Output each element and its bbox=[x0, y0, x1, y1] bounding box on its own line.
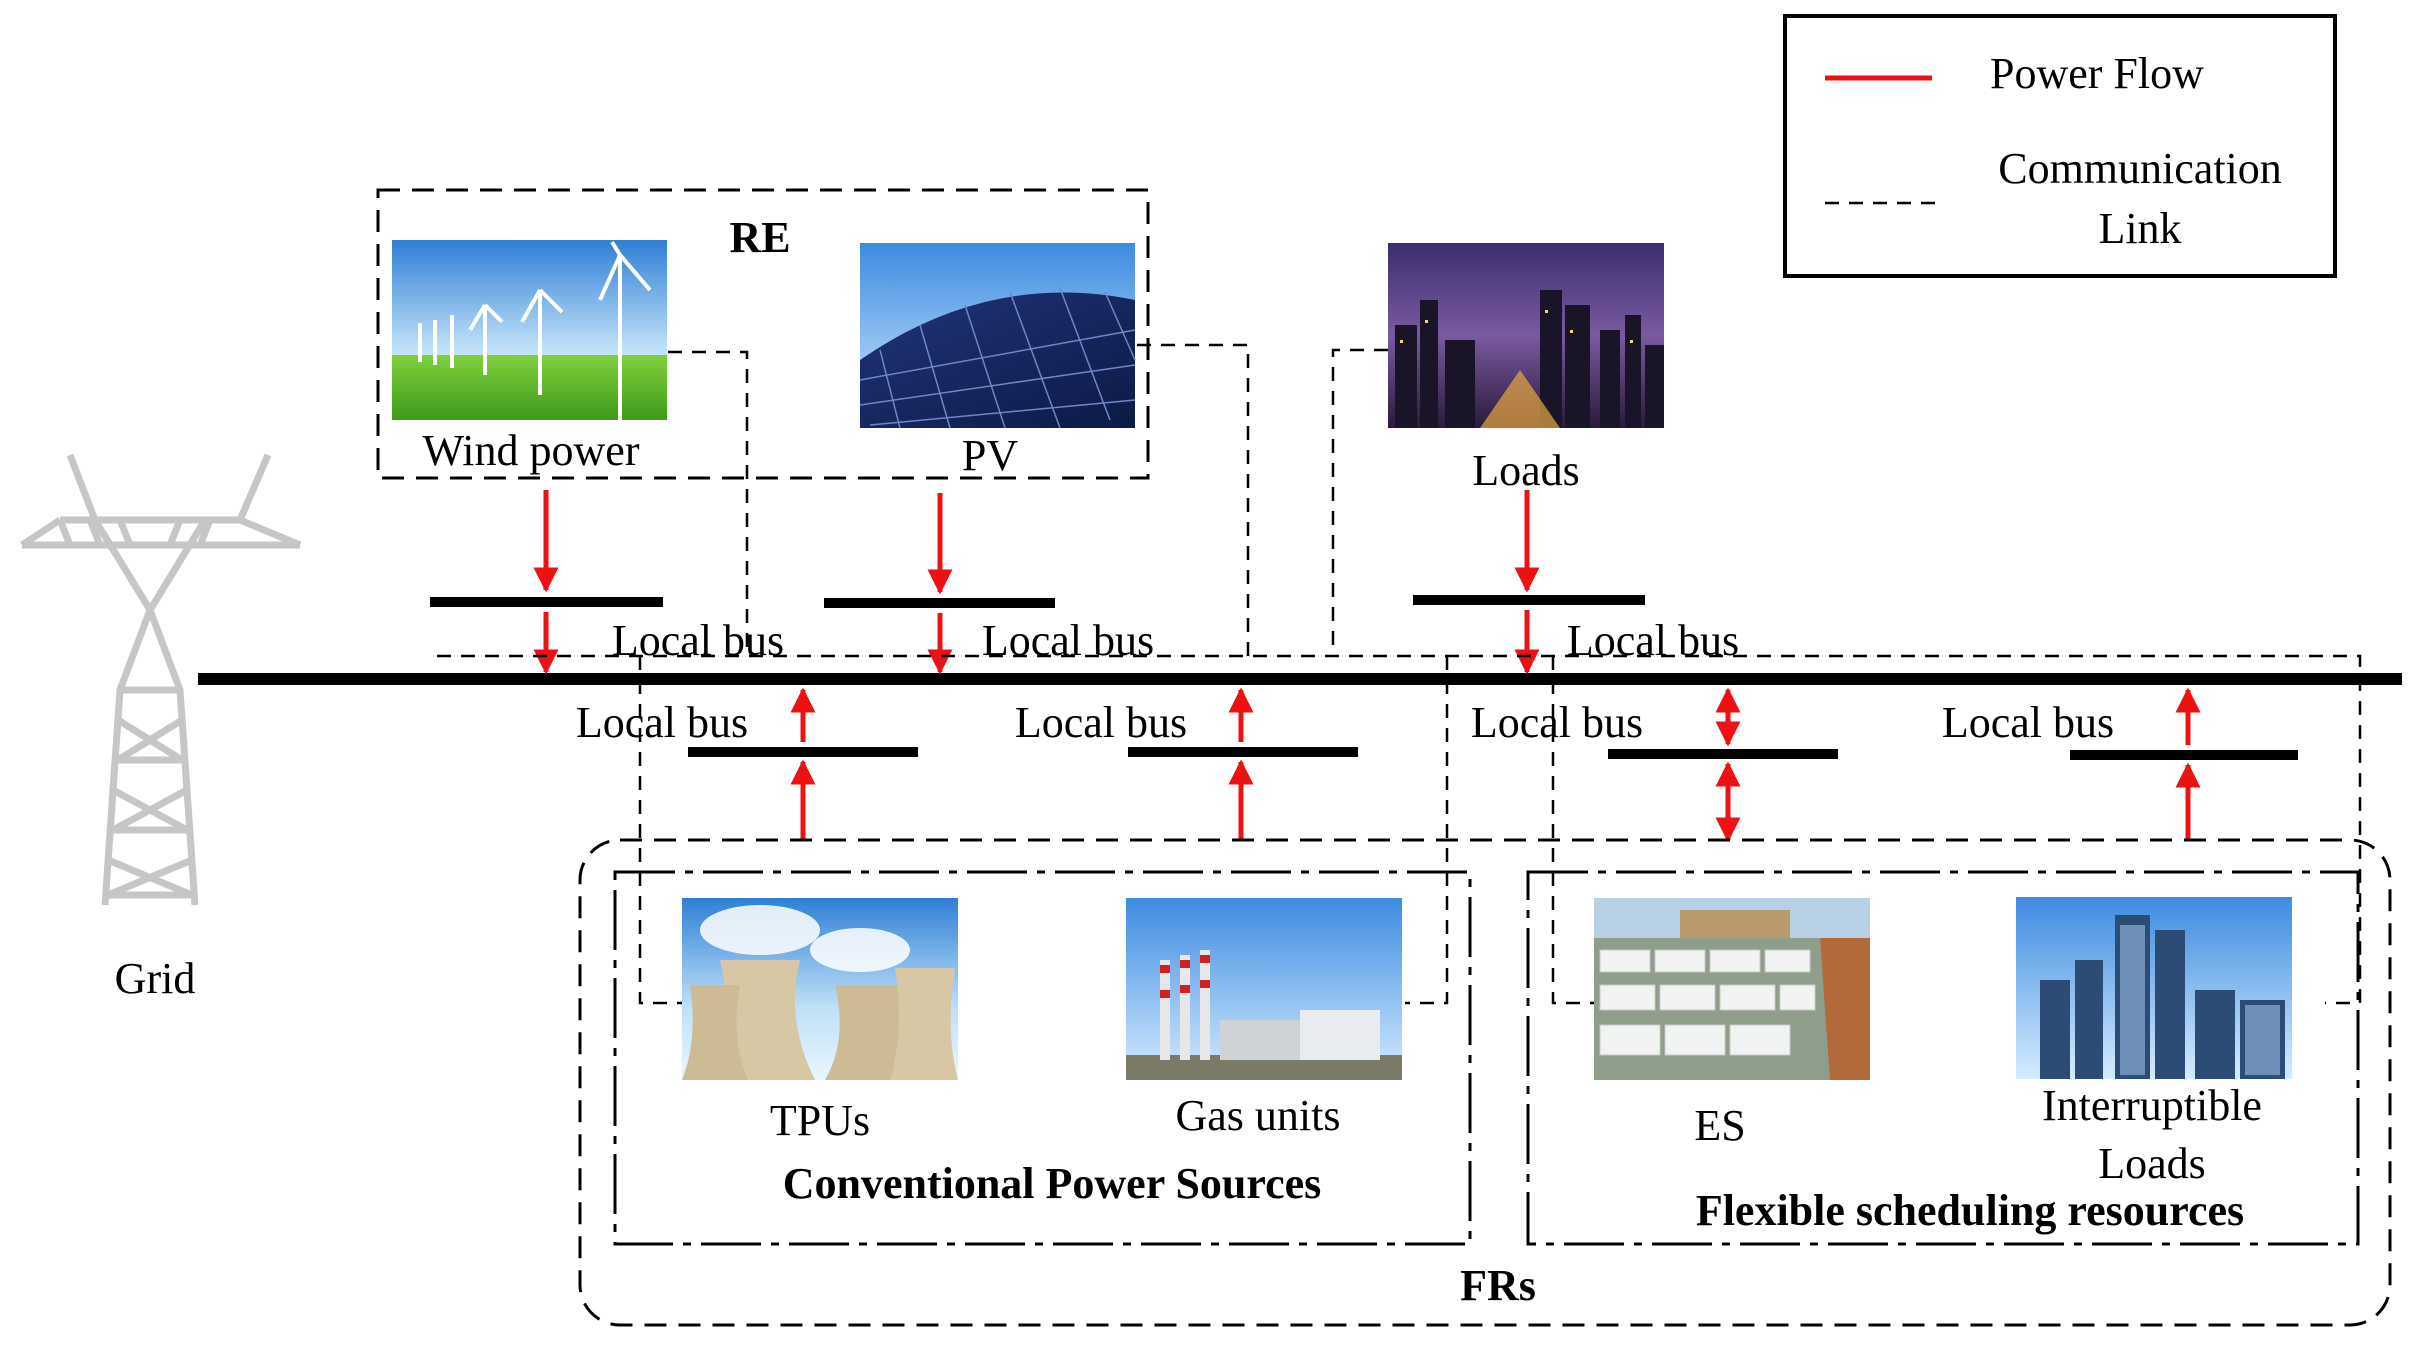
communication-links bbox=[437, 343, 2362, 1005]
lower-power-arrows bbox=[790, 687, 2201, 843]
lower-bus-label-2: Local bus bbox=[1015, 698, 1187, 747]
interruptible-label-line1: Interruptible bbox=[2042, 1081, 2262, 1130]
upper-bus-label-2: Local bus bbox=[982, 616, 1154, 665]
lower-bus-label-3: Local bus bbox=[1471, 698, 1643, 747]
legend-power-flow-label: Power Flow bbox=[1990, 49, 2204, 98]
wind-power-label: Wind power bbox=[423, 426, 640, 475]
re-group-box bbox=[376, 188, 1150, 480]
city-night-photo bbox=[1388, 243, 1664, 428]
re-group-label: RE bbox=[729, 213, 790, 262]
loads-label: Loads bbox=[1472, 446, 1580, 495]
upper-bus-label-3: Local bus bbox=[1567, 616, 1739, 665]
office-building-photo bbox=[2016, 897, 2292, 1079]
lower-bus-label-4: Local bus bbox=[1942, 698, 2114, 747]
pv-label: PV bbox=[962, 431, 1018, 480]
es-label: ES bbox=[1694, 1101, 1745, 1150]
grid-label: Grid bbox=[115, 954, 196, 1003]
gas-plant-photo bbox=[1126, 898, 1402, 1080]
flexible-group-label: Flexible scheduling resources bbox=[1696, 1186, 2244, 1235]
wind-turbine-photo bbox=[392, 240, 667, 420]
upper-local-buses bbox=[430, 595, 1645, 608]
upper-power-arrows bbox=[533, 490, 1540, 675]
frs-group-box bbox=[578, 838, 2392, 1327]
legend: Power Flow Communication Link bbox=[1783, 14, 2337, 278]
legend-comm-label-line2: Link bbox=[2098, 204, 2181, 253]
transmission-tower-icon bbox=[20, 453, 302, 906]
upper-bus-label-1: Local bus bbox=[612, 616, 784, 665]
cooling-tower-photo bbox=[682, 898, 958, 1080]
flexible-group-box bbox=[1526, 870, 2360, 1246]
lower-local-buses bbox=[688, 747, 2298, 760]
legend-comm-label-line1: Communication bbox=[1998, 144, 2282, 193]
conventional-group-box bbox=[613, 870, 1472, 1246]
frs-group-label: FRs bbox=[1460, 1261, 1536, 1310]
interruptible-label-line2: Loads bbox=[2098, 1139, 2206, 1188]
lower-bus-label-1: Local bus bbox=[576, 698, 748, 747]
battery-storage-photo bbox=[1594, 898, 1870, 1080]
gas-units-label: Gas units bbox=[1176, 1091, 1341, 1140]
solar-panel-photo bbox=[859, 243, 1136, 429]
conventional-group-label: Conventional Power Sources bbox=[783, 1159, 1322, 1208]
tpus-label: TPUs bbox=[770, 1096, 870, 1145]
